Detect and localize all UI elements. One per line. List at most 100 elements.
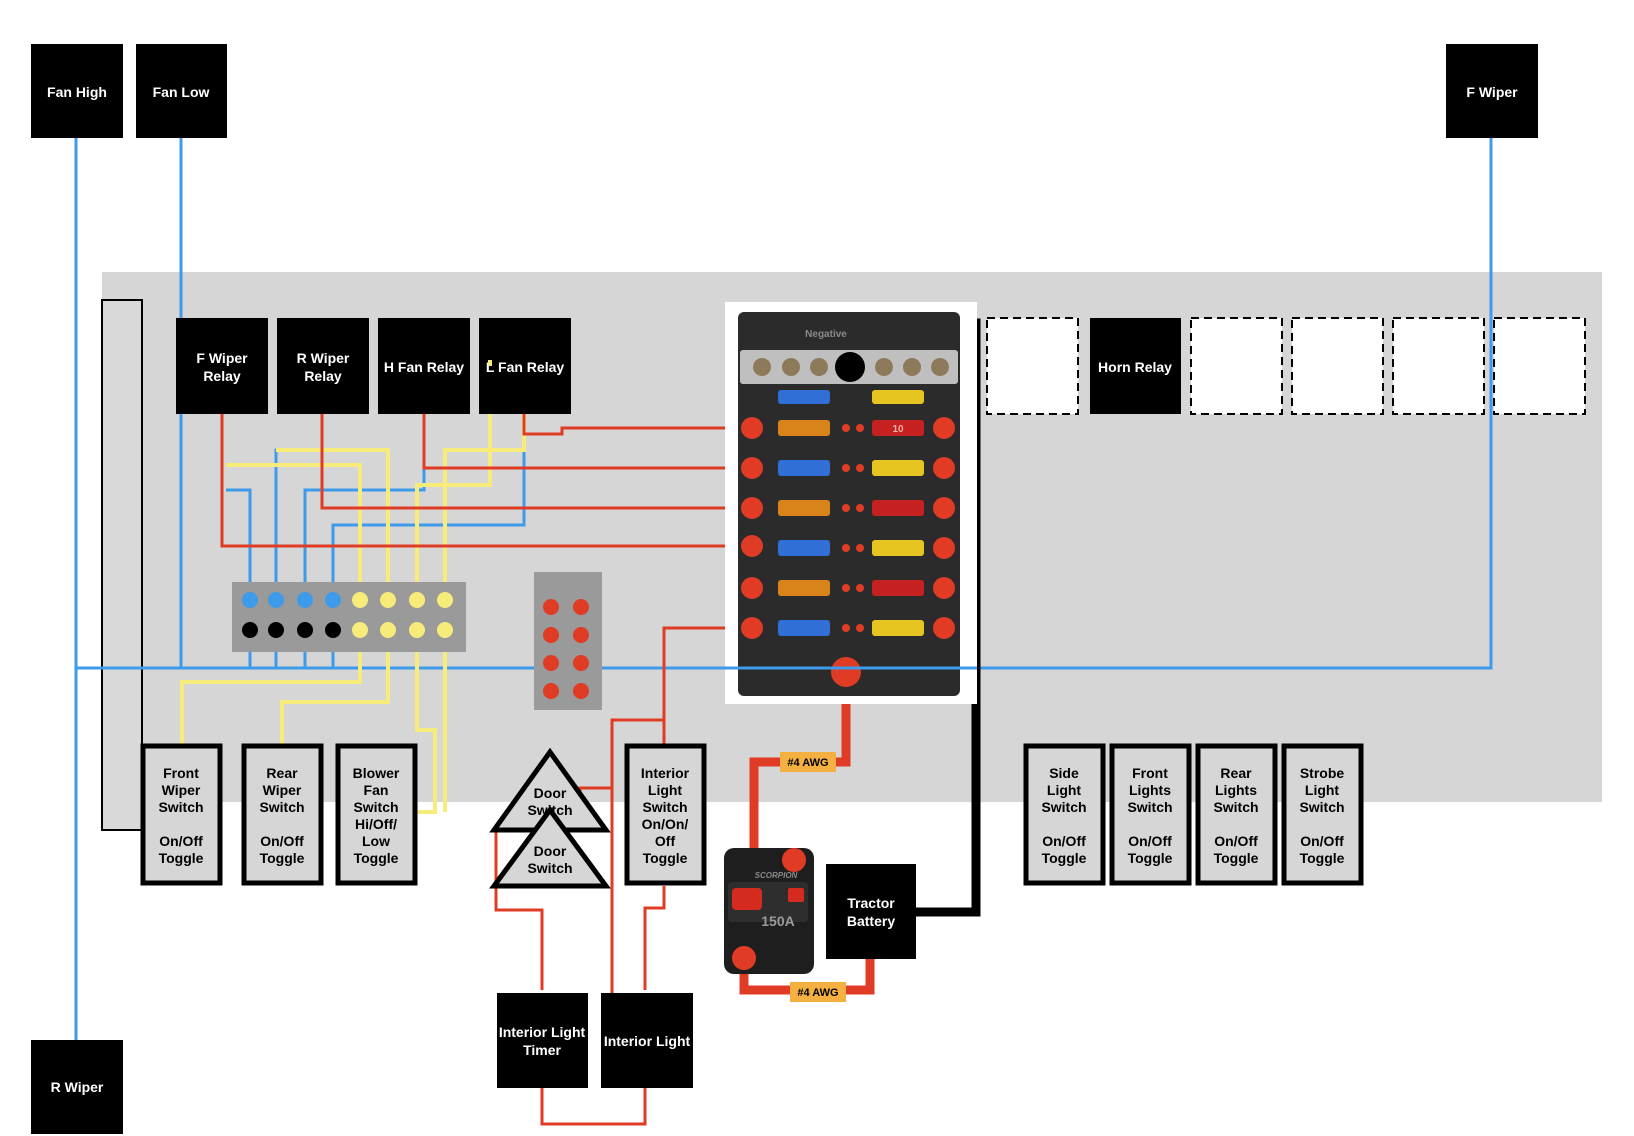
terminal-yellow — [352, 592, 368, 608]
switch-label: Side — [1049, 765, 1079, 781]
fuse-terminal — [741, 535, 763, 557]
switch-label: Light — [648, 782, 683, 798]
blower-fan-switch: Blower Fan Switch Hi/Off/ Low Toggle — [335, 743, 418, 886]
f-wiper-relay-label-2: Relay — [203, 368, 241, 384]
interior-light-timer-label-1: Interior Light — [499, 1024, 586, 1040]
front-wiper-switch: Front Wiper Switch On/Off Toggle — [140, 743, 223, 886]
terminal-yellow — [380, 592, 396, 608]
fan-low-label: Fan Low — [153, 84, 210, 100]
r-wiper-box: R Wiper — [31, 1040, 123, 1134]
fuse-yellow — [872, 540, 924, 556]
indicator-led — [856, 544, 864, 552]
switch-label: Front — [1132, 765, 1168, 781]
indicator-led — [856, 584, 864, 592]
fuse-terminal — [933, 537, 955, 559]
red-terminal-block — [534, 572, 602, 710]
fuse-yellow — [872, 620, 924, 636]
empty-relay-slot — [1190, 317, 1283, 415]
fan-low-box: Fan Low — [136, 44, 227, 138]
interior-light-box: Interior Light — [601, 993, 693, 1088]
l-fan-relay-label: L Fan Relay — [486, 359, 565, 375]
indicator-led — [842, 424, 850, 432]
terminal-black — [268, 622, 284, 638]
tractor-battery-box: Tractor Battery — [826, 864, 916, 959]
switch-label: Toggle — [159, 850, 204, 866]
main-power-stud — [831, 657, 861, 687]
interior-light-timer-box: Interior Light Timer — [497, 993, 588, 1088]
terminal-yellow — [437, 592, 453, 608]
tractor-battery-label-2: Battery — [847, 913, 895, 929]
switch-label: On/Off — [260, 833, 304, 849]
bus-screw — [810, 358, 828, 376]
front-lights-switch: Front Lights Switch On/Off Toggle — [1109, 743, 1192, 886]
interior-light-switch: Interior Light Switch On/On/ Off Toggle — [624, 743, 707, 886]
interior-light-label: Interior Light — [604, 1033, 691, 1049]
bus-screw — [931, 358, 949, 376]
switch-label: Toggle — [1214, 850, 1259, 866]
switch-label: Switch — [1041, 799, 1086, 815]
switch-label: Toggle — [1128, 850, 1173, 866]
terminal-red — [573, 655, 589, 671]
indicator-led — [856, 464, 864, 472]
door-switch: Door Switch — [489, 805, 611, 889]
switch-label: Switch — [1127, 799, 1172, 815]
fuse-yellow — [872, 390, 924, 404]
terminal-yellow — [380, 622, 396, 638]
fuse-red — [872, 420, 924, 436]
fuse-block-body — [738, 312, 960, 696]
switch-label: Lights — [1129, 782, 1171, 798]
awg-label: #4 AWG — [787, 757, 828, 769]
terminal-black — [242, 622, 258, 638]
terminal-black — [297, 622, 313, 638]
fuse-terminal — [741, 457, 763, 479]
left-rail — [101, 299, 143, 831]
fuse-terminal — [741, 577, 763, 599]
bus-screw — [782, 358, 800, 376]
fuse-terminal — [933, 457, 955, 479]
fuse-blue — [778, 390, 830, 404]
fuse-block: Negative 10 — [725, 302, 977, 704]
fan-high-box: Fan High — [31, 44, 123, 138]
bus-screw — [753, 358, 771, 376]
f-wiper-relay: F Wiper Relay — [176, 318, 268, 414]
switch-label: Fan — [364, 782, 389, 798]
switch-label: On/Off — [1128, 833, 1172, 849]
r-wiper-relay-label-1: R Wiper — [297, 350, 350, 366]
awg-tag-bottom: #4 AWG — [790, 982, 846, 1002]
terminal-blue — [325, 592, 341, 608]
breaker-rating: 150A — [761, 913, 794, 929]
h-fan-relay: H Fan Relay — [378, 318, 470, 414]
switch-label: Hi/Off/ — [355, 816, 397, 832]
switch-label: Toggle — [260, 850, 305, 866]
breaker-reset-lever — [732, 888, 762, 910]
relay-slots: Horn Relay — [986, 317, 1586, 415]
fuse-red — [872, 500, 924, 516]
terminal-red — [543, 627, 559, 643]
terminal-blue — [242, 592, 258, 608]
bus-label: Negative — [805, 329, 847, 340]
fuse-value: 10 — [892, 424, 904, 435]
h-fan-relay-label: H Fan Relay — [384, 359, 464, 375]
empty-relay-slot — [1291, 317, 1384, 415]
empty-relay-slot — [1392, 317, 1485, 415]
fuse-yellow — [872, 460, 924, 476]
interior-light-timer-label-2: Timer — [523, 1042, 561, 1058]
red-wires — [220, 414, 752, 1126]
rear-lights-switch: Rear Lights Switch On/Off Toggle — [1195, 743, 1278, 886]
l-fan-relay: L Fan Relay — [479, 318, 571, 414]
f-wiper-label: F Wiper — [1466, 84, 1518, 100]
switch-label: On/On/ — [642, 816, 689, 832]
strobe-light-switch: Strobe Light Switch On/Off Toggle — [1281, 743, 1364, 886]
awg-label: #4 AWG — [797, 987, 838, 999]
switch-label: Toggle — [1300, 850, 1345, 866]
tractor-battery-label-1: Tractor — [847, 895, 895, 911]
fuse-red — [872, 580, 924, 596]
fuse-terminal — [741, 497, 763, 519]
switch-label: Front — [163, 765, 199, 781]
switch-label: Switch — [642, 799, 687, 815]
switch-label: Switch — [353, 799, 398, 815]
terminal-red — [573, 683, 589, 699]
switch-label: Lights — [1215, 782, 1257, 798]
switch-label: Light — [1305, 782, 1340, 798]
